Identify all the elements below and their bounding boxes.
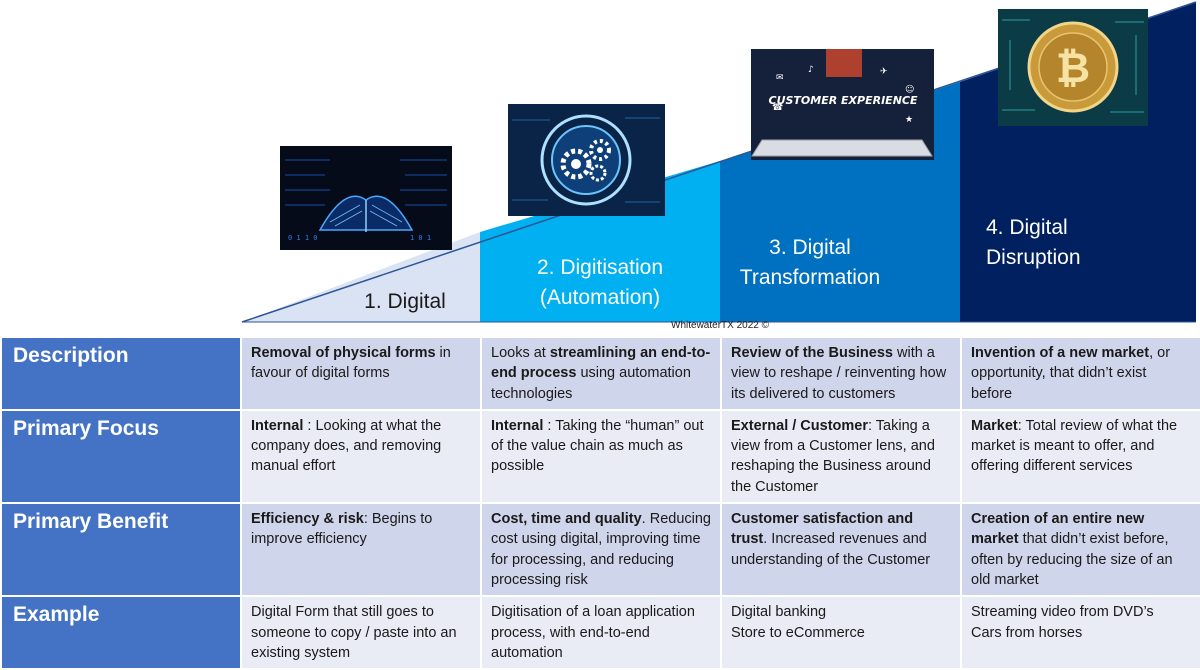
- cell-text: : Looking at what the company does, and …: [251, 417, 442, 475]
- row-header-description: Description: [0, 336, 242, 411]
- step-3-label: 3. Digital Transformation: [722, 233, 898, 293]
- cell-bold: Market: [971, 417, 1018, 434]
- table-row-focus: Primary Focus Internal : Looking at what…: [0, 408, 1200, 505]
- cell-bold: Invention of a new market: [971, 345, 1150, 361]
- cell-text: : Taking a view from a Customer lens, an…: [731, 417, 935, 495]
- cell-text: with a view to reshape / reinventing how…: [731, 345, 947, 402]
- svg-text:☎: ☎: [772, 103, 783, 113]
- table-row-description: Description Removal of physical forms in…: [0, 336, 1200, 411]
- cell-description-digital: Removal of physical forms in favour of d…: [240, 336, 482, 411]
- svg-text:0 1 1 0: 0 1 1 0: [288, 234, 318, 242]
- step-1-text: 1. Digital: [364, 290, 446, 313]
- cell-text: in favour of digital forms: [251, 345, 451, 382]
- customer-experience-image: ✉ ♪ ✈ ☺ ☎ ★ CUSTOMER EXPERIENCE: [751, 49, 934, 160]
- cell-text: Store to eCommerce: [731, 624, 865, 641]
- cell-text: : Total review of what the market is mea…: [971, 417, 1178, 475]
- cell-benefit-transformation: Customer satisfaction and trust. Increas…: [720, 502, 962, 598]
- cell-text: Digital Form that still goes to someone …: [251, 604, 457, 661]
- step-1-fill: [242, 232, 480, 322]
- cell-benefit-digitisation: Cost, time and quality. Reducing cost us…: [480, 502, 722, 598]
- cell-text: . Increased revenues and understanding o…: [731, 531, 931, 568]
- step-1-label: 1. Digital: [330, 287, 480, 317]
- cell-bold: Cost, time and quality: [491, 511, 642, 528]
- cell-benefit-digital: Efficiency & risk: Begins to improve eff…: [240, 502, 482, 598]
- cell-benefit-disruption: Creation of an entire new market that di…: [960, 502, 1200, 598]
- step-4-label: 4. Digital Disruption: [986, 213, 1116, 273]
- step-3-line-2: Transformation: [739, 266, 881, 289]
- table-row-benefit: Primary Benefit Efficiency & risk: Begin…: [0, 502, 1200, 598]
- cell-bold: Creation of an entire new market: [971, 511, 1145, 548]
- cell-text: Looks at: [491, 345, 550, 361]
- cell-text: : Begins to improve efficiency: [251, 511, 433, 548]
- svg-text:₿: ₿: [1056, 43, 1090, 92]
- step-3-line-1: 3. Digital: [769, 236, 851, 259]
- cell-text: , or opportunity, that didn’t exist befo…: [971, 345, 1171, 402]
- cell-text: Cars from horses: [971, 624, 1083, 641]
- cell-description-disruption: Invention of a new market, or opportunit…: [960, 336, 1200, 411]
- staircase-graphic: 0 1 1 0 1 0 1 ✉ ♪ ✈ ☺ ☎ ★: [241, 1, 1197, 323]
- cell-focus-transformation: External / Customer: Taking a view from …: [720, 408, 962, 505]
- step-2-line-2: (Automation): [539, 286, 661, 309]
- svg-text:☺: ☺: [905, 84, 914, 95]
- row-header-focus: Primary Focus: [0, 408, 242, 505]
- cell-text: . Reducing cost using digital, improving…: [491, 511, 711, 588]
- svg-text:♪: ♪: [808, 65, 814, 75]
- cell-bold: Customer satisfaction and trust: [731, 511, 914, 548]
- table-row-example: Example Digital Form that still goes to …: [0, 595, 1200, 670]
- cell-example-digitisation: Digitisation of a loan application proce…: [480, 595, 722, 670]
- svg-text:★: ★: [905, 115, 913, 125]
- cell-description-transformation: Review of the Business with a view to re…: [720, 336, 962, 411]
- cell-focus-disruption: Market: Total review of what the market …: [960, 408, 1200, 505]
- cell-bold: Efficiency & risk: [251, 511, 364, 528]
- row-header-example: Example: [0, 595, 242, 670]
- cell-text: : Taking the “human” out of the value ch…: [491, 417, 704, 475]
- credit-text: WhitewaterTX 2022 ©: [671, 320, 769, 331]
- cell-bold: Internal: [251, 417, 304, 434]
- cell-text: Streaming video from DVD’s: [971, 604, 1154, 621]
- step-2-label: 2. Digitisation (Automation): [482, 253, 718, 313]
- cell-bold: Removal of physical forms: [251, 345, 436, 361]
- step-4-line-2: Disruption: [986, 246, 1081, 269]
- automation-gears-image: [508, 104, 665, 216]
- bitcoin-image: ₿: [998, 9, 1148, 126]
- row-header-benefit: Primary Benefit: [0, 502, 242, 598]
- svg-text:✉: ✉: [776, 73, 784, 83]
- cell-text: that didn’t exist before, often by reduc…: [971, 531, 1173, 588]
- cell-text: using automation technologies: [491, 365, 691, 402]
- cell-example-digital: Digital Form that still goes to someone …: [240, 595, 482, 670]
- cell-bold: Internal: [491, 417, 544, 434]
- svg-text:✈: ✈: [880, 67, 888, 77]
- cell-bold: Review of the Business: [731, 345, 893, 361]
- step-2-line-1: 2. Digitisation: [536, 256, 664, 279]
- svg-text:1 0 1: 1 0 1: [410, 234, 431, 242]
- cell-description-digitisation: Looks at streamlining an end-to-end proc…: [480, 336, 722, 411]
- digital-book-image: 0 1 1 0 1 0 1: [280, 146, 452, 250]
- cell-text: Digitisation of a loan application proce…: [491, 604, 695, 661]
- cell-bold: streamlining an end-to-end process: [491, 345, 711, 382]
- cell-focus-digital: Internal : Looking at what the company d…: [240, 408, 482, 505]
- cell-text: Digital banking: [731, 604, 827, 621]
- cell-bold: External / Customer: [731, 417, 868, 434]
- customer-experience-text: CUSTOMER EXPERIENCE: [769, 94, 918, 107]
- comparison-table: Description Removal of physical forms in…: [0, 336, 1200, 670]
- step-4-line-1: 4. Digital: [986, 216, 1068, 239]
- cell-focus-digitisation: Internal : Taking the “human” out of the…: [480, 408, 722, 505]
